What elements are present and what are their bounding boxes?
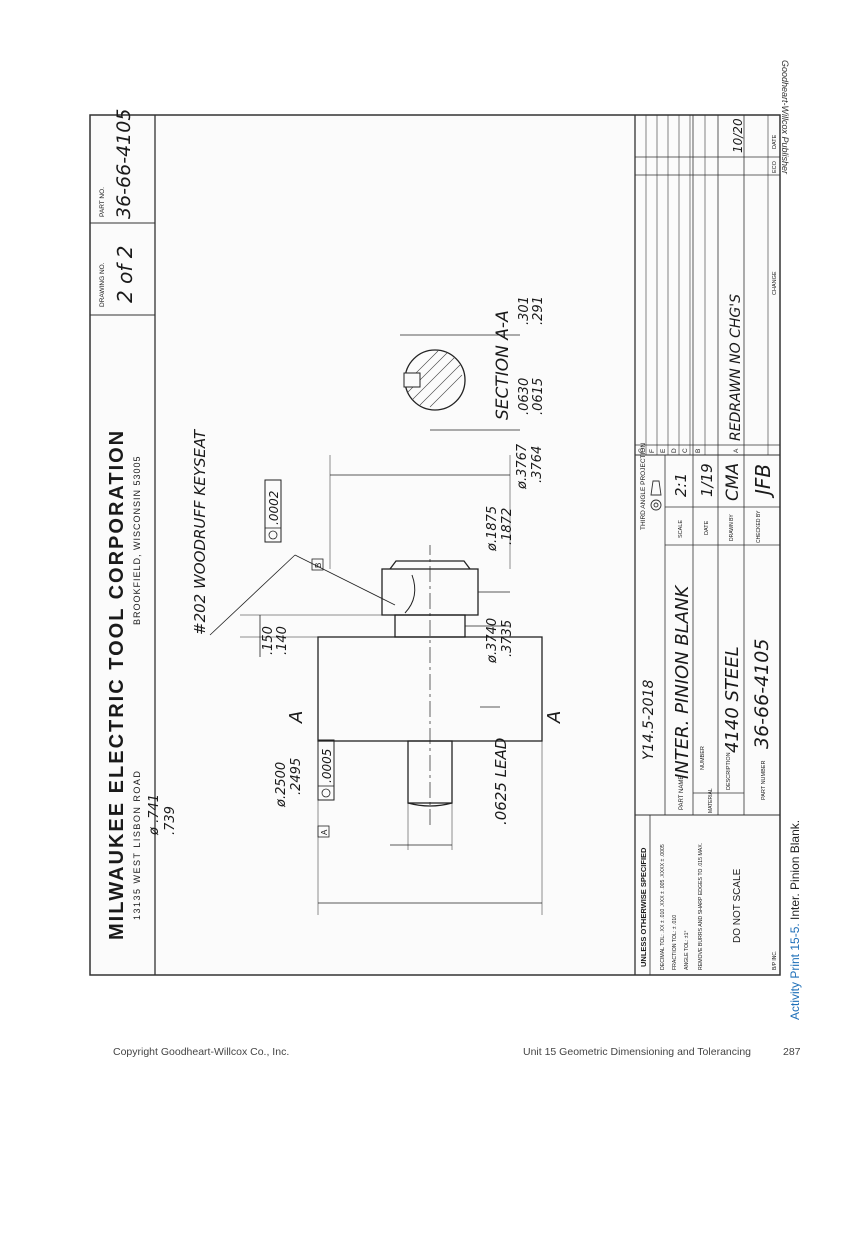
drawn-label: DRAWN BY — [729, 514, 735, 541]
revision-letter-f: F — [649, 449, 656, 453]
section-dim-0615: .0615 — [531, 378, 546, 415]
datum-b-box — [311, 558, 324, 571]
section-cut-label-top: A — [286, 711, 307, 724]
datum-a-box — [317, 825, 330, 838]
datum-b-label: B — [314, 563, 323, 568]
part-no-label: PART NO. — [99, 187, 106, 217]
number-label: NUMBER — [700, 746, 706, 770]
woodruff-keyseat-arc — [404, 574, 416, 614]
revision-date-label: DATE — [772, 134, 778, 149]
tolerance-burrs: REMOVE BURRS AND SHARP EDGES TO .015 MAX… — [698, 843, 704, 970]
circularity-icon-2 — [268, 530, 278, 540]
revision-a-change: REDRAWN NO CHG'S — [728, 294, 744, 441]
footer-page-number: 287 — [783, 1046, 801, 1058]
dim-small-dia: ø.2500 — [274, 762, 289, 808]
footer-unit: Unit 15 Geometric Dimensioning and Toler… — [523, 1046, 752, 1058]
dim-dia-1875: ø.1875 — [485, 506, 500, 552]
revision-change-label: CHANGE — [772, 271, 778, 295]
dim-large-dia: ø .741 — [147, 794, 162, 836]
dim-dia-3740: ø.3740 — [485, 618, 500, 664]
fcf-2-tolerance: .0002 — [267, 491, 281, 525]
revision-letter-d: D — [671, 448, 678, 453]
section-a-a-view — [403, 349, 466, 411]
dim-dia-1872: .1872 — [500, 508, 515, 545]
description-label: DESCRIPTION — [726, 752, 732, 790]
scale-value: 2:1 — [672, 473, 690, 497]
part-number-value: 36-66-4105 — [751, 639, 773, 749]
drawn-value: CMA — [723, 463, 743, 501]
datum-a-label: A — [320, 829, 329, 835]
third-angle-label: THIRD ANGLE PROJECTION — [640, 443, 647, 530]
section-dim-0630: .0630 — [517, 378, 532, 415]
part-name-label: PART NAME — [679, 776, 685, 810]
drawing-no-label: DRAWING NO. — [99, 262, 106, 307]
date-value: 1/19 — [698, 463, 716, 497]
circularity-icon — [321, 788, 331, 798]
do-not-scale: DO NOT SCALE — [732, 868, 743, 943]
scale-label: SCALE — [678, 520, 684, 538]
date-label: DATE — [704, 520, 710, 535]
section-cut-label-bottom: A — [544, 711, 565, 724]
section-dim-291: .291 — [531, 296, 546, 325]
revision-letter-c: C — [682, 448, 689, 453]
revision-letter-a: A — [733, 448, 740, 453]
company-address-left: 13135 WEST LISBON ROAD — [132, 770, 142, 920]
tolerance-fraction: FRACTION TOL: ± .010 — [672, 915, 678, 970]
section-dim-301: .301 — [517, 296, 532, 325]
third-angle-symbol-icon — [650, 480, 662, 511]
part-name-value: INTER. PINION BLANK — [672, 584, 693, 779]
company-address-right: BROOKFIELD, WISCONSIN 53005 — [132, 455, 142, 625]
drawing-no-value: 2 of 2 — [113, 246, 137, 303]
revision-letter-e: E — [660, 448, 667, 453]
revision-a-date: 10/20 — [731, 118, 745, 153]
company-name: MILWAUKEE ELECTRIC TOOL CORPORATION — [106, 429, 128, 940]
dim-dia-3764: .3764 — [530, 446, 545, 483]
fcf-circularity-2 — [264, 479, 282, 543]
material-value: 4140 STEEL — [722, 646, 743, 753]
woodruff-keyseat-note: #202 WOODRUFF KEYSEAT — [191, 428, 209, 635]
dim-small-dia-min: .2495 — [289, 758, 304, 795]
dim-large-dia-min: .739 — [163, 806, 178, 835]
dim-dia-3767: ø.3767 — [515, 443, 530, 490]
dim-lead: .0625 LEAD — [492, 738, 510, 825]
dim-len-140: .140 — [275, 626, 290, 655]
footer-copyright: Copyright Goodheart-Willcox Co., Inc. — [113, 1046, 290, 1058]
part-no-value: 36-66-4105 — [113, 109, 135, 219]
dim-len-150: .150 — [261, 626, 276, 655]
tolerance-angle: ANGLE TOL: ±1° — [684, 930, 690, 970]
bp-inc: B/P INC. — [772, 951, 778, 970]
tolerance-header: UNLESS OTHERWISE SPECIFIED — [639, 847, 648, 967]
checked-value: JFB — [751, 464, 775, 499]
material-label: MATERIAL — [708, 788, 714, 813]
checked-label: CHECKED BY — [756, 510, 762, 543]
end-chamfer — [389, 560, 471, 570]
small-shaft-chamfer — [407, 802, 453, 807]
revision-letter-b: B — [695, 449, 702, 453]
fcf-1-tolerance: .0005 — [320, 749, 334, 783]
engineering-drawing: MILWAUKEE ELECTRIC TOOL CORPORATION 1313… — [89, 109, 781, 976]
dim-dia-3735: .3735 — [500, 620, 515, 657]
standard-label: Y14.5-2018 — [641, 680, 657, 760]
leader-woodruff — [209, 554, 296, 636]
revision-eco-label: ECO — [772, 160, 778, 173]
tolerance-decimal: DECIMAL TOL: .XX ± .010 .XXX ± .005 .XXX… — [660, 844, 666, 970]
section-title: SECTION A-A — [493, 310, 513, 420]
fcf-circularity-1 — [317, 739, 335, 801]
revision-letter-g: G — [638, 448, 645, 453]
part-number-label: PART NUMBER — [761, 761, 767, 800]
